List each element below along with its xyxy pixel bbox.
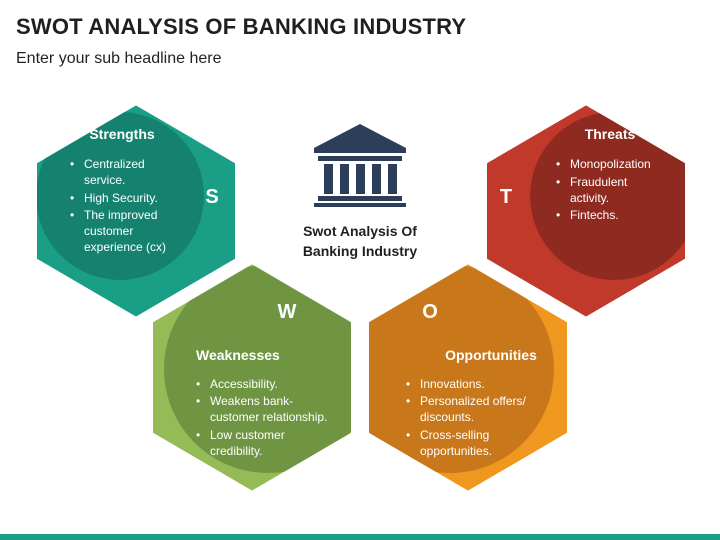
threats-bullet: • [556,175,560,189]
opportunities-hexagon: O Opportunities • Innovations. • Persona… [365,260,571,495]
threats-hexagon: Threats T • Monopolization • Fraudulent … [483,101,689,321]
center-label-line1: Swot Analysis Of [303,223,417,239]
weaknesses-line: Low customer [210,428,285,442]
threats-line: Monopolization [570,157,651,171]
weaknesses-line: Accessibility. [210,377,278,391]
center-label-line2: Banking Industry [303,243,418,259]
threats-bullet: • [556,208,560,222]
opportunities-bullet: • [406,377,410,391]
opportunities-line: Cross-selling [420,428,489,442]
opportunities-line: discounts. [420,410,474,424]
threats-title: Threats [585,126,636,142]
threats-line: activity. [570,191,609,205]
strengths-line: The improved [84,208,157,222]
weaknesses-line: customer relationship. [210,410,327,424]
weaknesses-bullet: • [196,428,200,442]
weaknesses-bullet: • [196,394,200,408]
strengths-line: High Security. [84,191,158,205]
strengths-line: Centralized [84,157,145,171]
weaknesses-title: Weaknesses [196,347,280,363]
opportunities-bullet: • [406,428,410,442]
weaknesses-bullet: • [196,377,200,391]
strengths-bullet: • [70,208,74,222]
strengths-bullet: • [70,157,74,171]
strengths-line: experience (cx) [84,240,166,254]
threats-line: Fintechs. [570,208,619,222]
threats-letter: T [500,186,512,208]
bottom-accent-bar [0,534,720,540]
weaknesses-letter: W [278,301,297,323]
weaknesses-line: credibility. [210,444,262,458]
strengths-hexagon: Strengths S • Centralized service. • Hig… [33,101,239,321]
weaknesses-line: Weakens bank- [210,394,293,408]
strengths-letter: S [205,186,218,208]
opportunities-line: opportunities. [420,444,492,458]
threats-line: Fraudulent [570,175,628,189]
strengths-title: Strengths [89,126,155,142]
opportunities-letter: O [422,301,438,323]
opportunities-bullet: • [406,394,410,408]
strengths-line: customer [84,224,133,238]
opportunities-title: Opportunities [445,347,537,363]
threats-bullet: • [556,157,560,171]
strengths-line: service. [84,173,125,187]
page-title: SWOT ANALYSIS OF BANKING INDUSTRY [16,14,467,39]
page-subtitle: Enter your sub headline here [16,50,222,67]
strengths-bullet: • [70,191,74,205]
bank-building-icon [314,124,406,207]
opportunities-line: Personalized offers/ [420,394,527,408]
opportunities-line: Innovations. [420,377,485,391]
weaknesses-hexagon: W Weaknesses • Accessibility. • Weakens … [149,260,355,495]
